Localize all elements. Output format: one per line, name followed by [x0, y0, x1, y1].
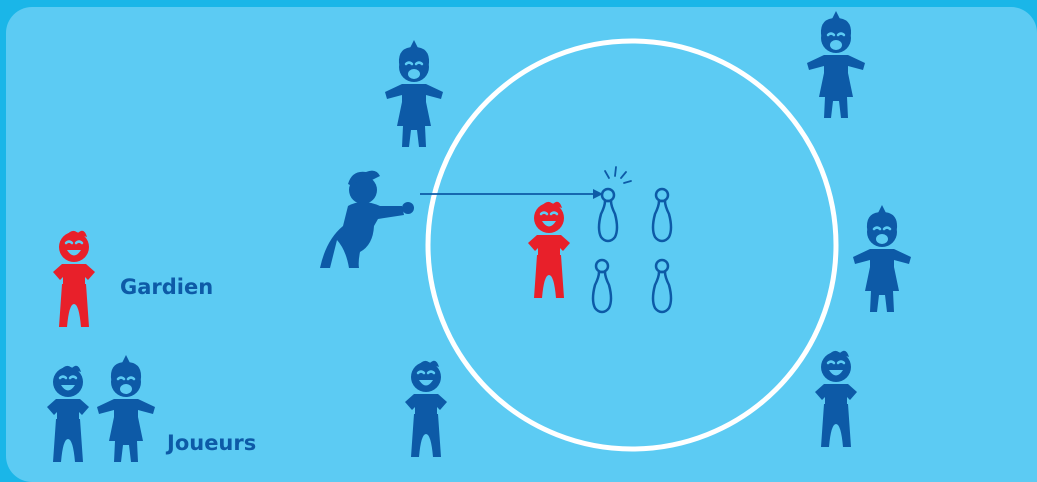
- legend: Gardien Joueurs: [47, 231, 256, 462]
- impact-mark: [605, 167, 631, 183]
- goalkeeper-figure: [528, 202, 570, 298]
- skittle-target: [599, 189, 617, 241]
- player-figure-right: [853, 205, 911, 312]
- skittle: [593, 260, 611, 312]
- player-figure-bottom-left: [405, 361, 447, 457]
- legend-players-label: Joueurs: [165, 431, 256, 455]
- circle-zone: [428, 41, 836, 449]
- legend-goalkeeper-label: Gardien: [120, 275, 213, 299]
- player-figure-top-right: [807, 11, 865, 118]
- player-figure-top-left: [385, 40, 443, 147]
- skittle: [653, 260, 671, 312]
- ball: [402, 202, 414, 214]
- legend-goalkeeper-icon: [53, 231, 95, 327]
- throw-arrow: [420, 189, 603, 199]
- legend-player-icon-girl: [97, 355, 155, 462]
- thrower-figure: [320, 171, 404, 268]
- player-figure-bottom-right: [815, 351, 857, 447]
- skittle: [653, 189, 671, 241]
- legend-player-icon-boy: [47, 366, 89, 462]
